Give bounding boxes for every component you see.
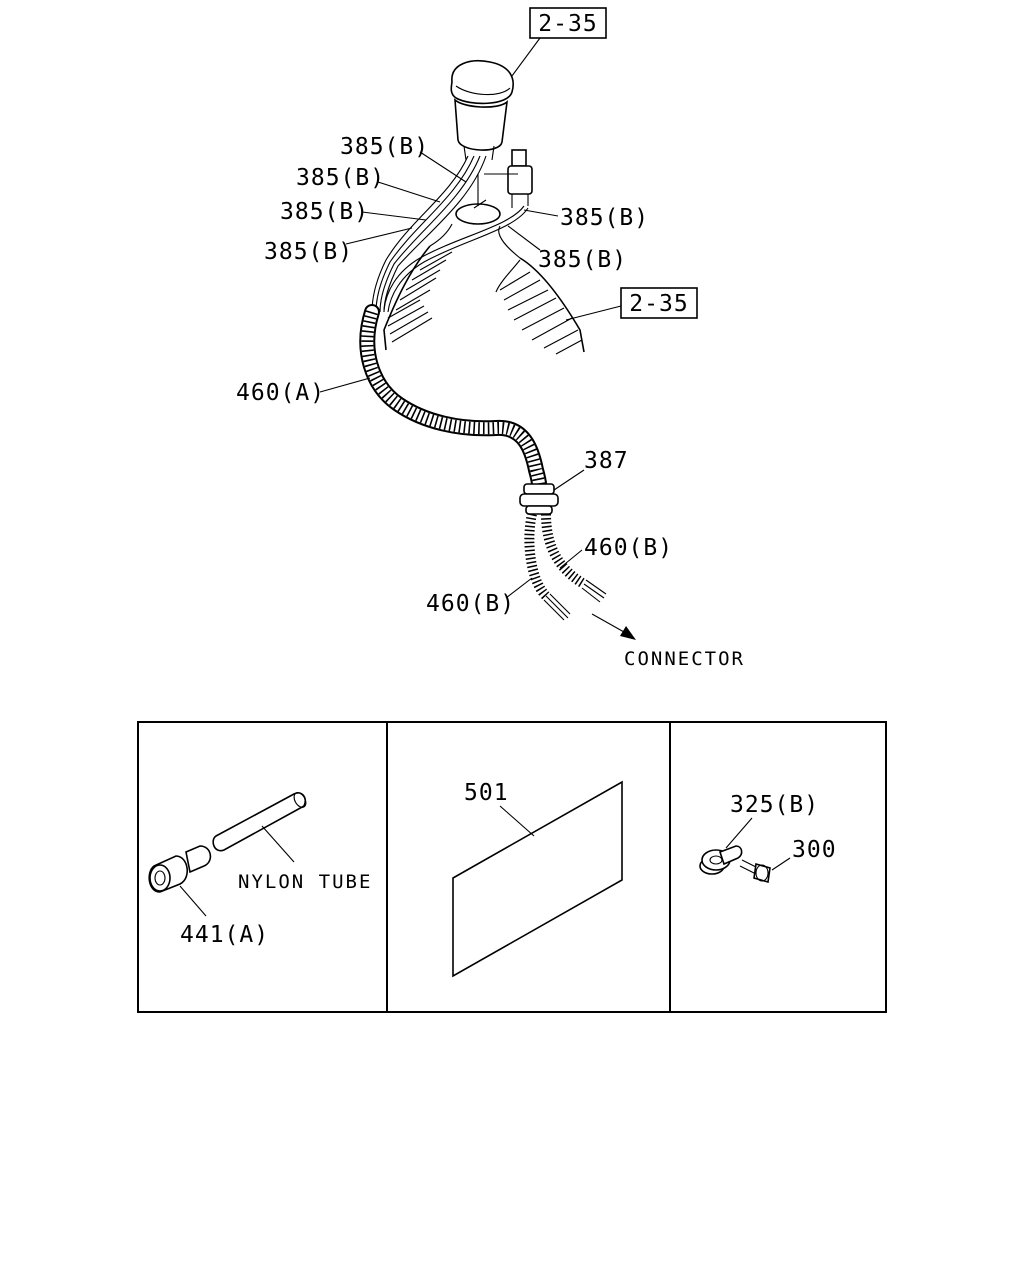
- conduit-branches: [524, 512, 607, 621]
- label-fitting[interactable]: 441(A): [180, 922, 269, 948]
- ref-right-text: 2-35: [629, 291, 688, 317]
- fitting: [148, 845, 212, 893]
- label-nylon-tube[interactable]: NYLON TUBE: [238, 871, 372, 893]
- leader-wire-6: [507, 225, 541, 251]
- leader-wire-2: [377, 181, 441, 203]
- leader-nylon-tube: [261, 825, 295, 863]
- label-wire-6[interactable]: 385(B): [538, 247, 627, 273]
- leader-wire-4: [345, 227, 413, 245]
- ref-right-leader: [565, 305, 622, 321]
- wire-bundle: [371, 155, 529, 313]
- label-grommet[interactable]: 387: [584, 448, 629, 474]
- leader-wire-1: [419, 151, 467, 183]
- leader-fitting: [179, 885, 207, 917]
- leader-clip: [725, 817, 753, 849]
- label-wire-3[interactable]: 385(B): [280, 199, 369, 225]
- leader-wire-5: [523, 209, 559, 217]
- grommet: [519, 483, 559, 515]
- label-conduit-left[interactable]: 460(B): [426, 591, 515, 617]
- conduit-main: [359, 304, 548, 506]
- label-wire-5[interactable]: 385(B): [560, 205, 649, 231]
- connector-arrow: [591, 613, 636, 640]
- leader-bolt: [771, 857, 791, 871]
- ref-top-text: 2-35: [538, 11, 597, 37]
- label-conduit-right[interactable]: 460(B): [584, 535, 673, 561]
- clip: [699, 845, 743, 875]
- ref-box-right[interactable]: 2-35: [620, 287, 698, 319]
- label-sheet[interactable]: 501: [464, 780, 509, 806]
- leader-wire-3: [361, 211, 427, 221]
- sheet: [452, 780, 623, 978]
- parts-table: [137, 721, 887, 1013]
- leader-conduit-left: [505, 577, 533, 599]
- nylon-tube: [212, 792, 307, 852]
- label-wire-1[interactable]: 385(B): [340, 134, 429, 160]
- shift-switch: [484, 149, 533, 208]
- bolt: [739, 859, 771, 884]
- shift-knob: [450, 60, 514, 161]
- leader-sheet: [499, 805, 535, 837]
- label-connector[interactable]: CONNECTOR: [624, 648, 745, 670]
- label-conduit-main[interactable]: 460(A): [236, 380, 325, 406]
- label-wire-2[interactable]: 385(B): [296, 165, 385, 191]
- label-clip[interactable]: 325(B): [730, 792, 819, 818]
- ref-box-top[interactable]: 2-35: [529, 7, 607, 39]
- leader-conduit-right: [559, 549, 583, 569]
- leader-conduit-main: [319, 377, 371, 393]
- leader-grommet: [553, 469, 585, 491]
- label-bolt[interactable]: 300: [792, 837, 837, 863]
- label-wire-4[interactable]: 385(B): [264, 239, 353, 265]
